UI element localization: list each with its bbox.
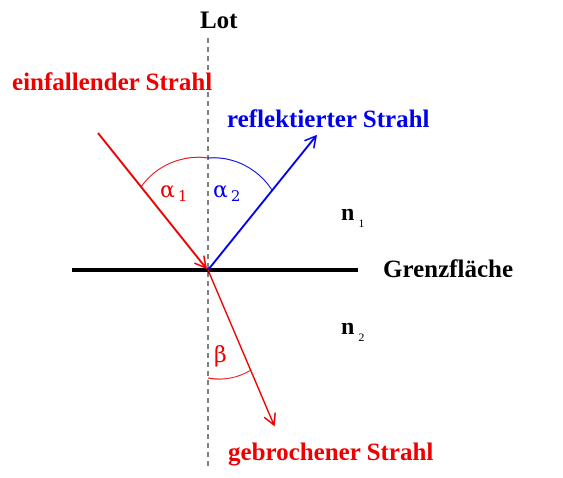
beta-arc xyxy=(207,369,252,380)
alpha2-symbol: α xyxy=(213,178,228,203)
reflected-ray-label: reflektierter Strahl xyxy=(227,106,430,133)
alpha1-arc xyxy=(140,156,209,188)
refracted-ray xyxy=(207,269,277,427)
reflected-ray xyxy=(207,134,318,271)
incident-ray-label: einfallender Strahl xyxy=(12,69,212,96)
refracted-ray-label: gebrochener Strahl xyxy=(228,439,433,466)
alpha1-symbol: α xyxy=(160,178,175,203)
interface-label: Grenzfläche xyxy=(383,256,513,283)
alpha2-arc xyxy=(207,157,273,191)
beta-label: β xyxy=(214,343,227,368)
alpha2-subscript: 2 xyxy=(231,187,241,205)
incident-ray xyxy=(97,132,208,270)
n2-subscript: 2 xyxy=(358,330,364,344)
n1-letter: n xyxy=(341,200,354,226)
n2-letter: n xyxy=(341,314,354,340)
alpha1-subscript: 1 xyxy=(178,187,188,205)
n1-subscript: 1 xyxy=(358,216,364,230)
normal-label: Lot xyxy=(200,7,238,34)
